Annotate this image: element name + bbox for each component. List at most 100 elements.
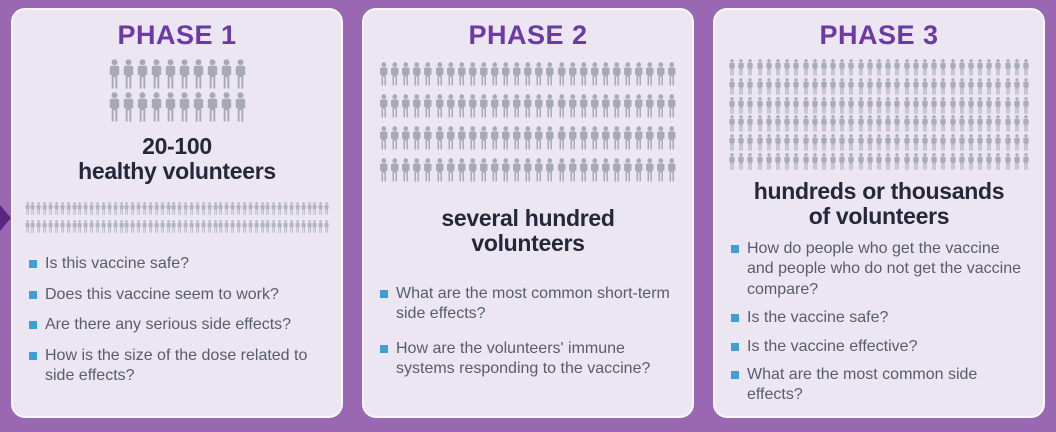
person-icon [839,115,845,133]
person-icon [289,201,294,215]
person-icon [995,134,1002,151]
person-icon [201,201,206,215]
left-arrow-icon [0,205,11,231]
person-icon [601,126,610,150]
person-icon [668,62,676,86]
person-icon [468,62,477,86]
person-icon [995,77,1002,95]
person-icon [557,158,566,182]
person-icon [729,115,735,133]
person-icon [839,153,845,170]
person-icon [42,201,47,215]
person-icon [959,77,965,95]
person-icon [922,96,928,114]
person-icon [95,201,100,215]
person-icon [391,158,399,182]
person-icon [109,92,119,122]
question-text: Is the vaccine safe? [747,309,889,327]
person-icon [172,201,177,215]
person-icon [867,77,873,95]
person-icon [977,59,983,76]
person-icon [579,158,588,182]
person-icon [183,201,188,215]
person-icon [435,126,443,150]
person-icon [738,77,744,95]
person-icon [60,201,65,215]
person-icon [189,201,194,215]
question-item: Is the vaccine safe? [729,308,1029,328]
person-icon [977,153,983,170]
person-icon [95,220,100,233]
person-icon [756,115,763,133]
person-icon [101,201,106,215]
person-icon [812,153,818,170]
person-icon [254,220,259,233]
pictogram-row [379,60,677,88]
person-icon [479,126,488,150]
person-icon [738,96,744,114]
person-icon [756,153,763,170]
person-icon [242,220,247,233]
person-icon [193,92,203,122]
person-icon [968,134,974,151]
person-icon [802,77,809,95]
person-icon [885,134,891,151]
person-icon [502,94,510,118]
person-icon [812,77,818,95]
person-icon [266,201,271,215]
person-icon [729,134,735,151]
person-icon [1023,153,1029,170]
person-icon [613,158,621,182]
person-icon [876,153,882,170]
person-icon [949,96,956,114]
pictogram-row [728,59,1030,76]
phase-3-title: PHASE 3 [819,20,939,50]
person-icon [535,94,543,118]
person-icon [1014,115,1020,133]
person-icon [148,220,153,233]
person-icon [775,96,781,114]
person-icon [435,94,443,118]
person-icon [1014,77,1020,95]
person-icon [968,96,974,114]
person-icon [738,115,744,133]
person-icon [995,59,1002,76]
person-icon [413,62,421,86]
question-item: Is the vaccine effective? [729,337,1029,357]
person-icon [201,220,206,233]
person-icon [793,134,799,151]
question-item: Are there any serious side effects? [27,315,327,335]
person-icon [107,201,112,215]
person-icon [1004,134,1011,151]
person-icon [1004,115,1011,133]
person-icon [784,96,790,114]
person-icon [446,158,455,182]
person-icon [802,115,809,133]
person-icon [601,94,610,118]
person-icon [235,59,245,89]
person-icon [624,62,632,86]
person-icon [207,220,212,233]
person-icon [568,126,577,150]
person-icon [568,158,577,182]
person-icon [624,158,632,182]
person-icon [380,94,388,118]
person-icon [839,59,845,76]
person-icon [922,59,928,76]
person-icon [747,115,754,133]
person-icon [949,59,956,76]
pictogram-row [25,218,330,235]
person-icon [968,153,974,170]
question-text: How do people who get the vaccine and pe… [747,239,1021,298]
person-icon [812,134,818,151]
person-icon [894,59,901,76]
person-icon [756,77,763,95]
person-icon [793,153,799,170]
person-icon [166,201,171,215]
person-icon [513,126,521,150]
question-item: What are the most common side effects? [729,365,1029,406]
person-icon [876,96,882,114]
person-icon [590,126,599,150]
person-icon [479,62,488,86]
person-icon [839,77,845,95]
